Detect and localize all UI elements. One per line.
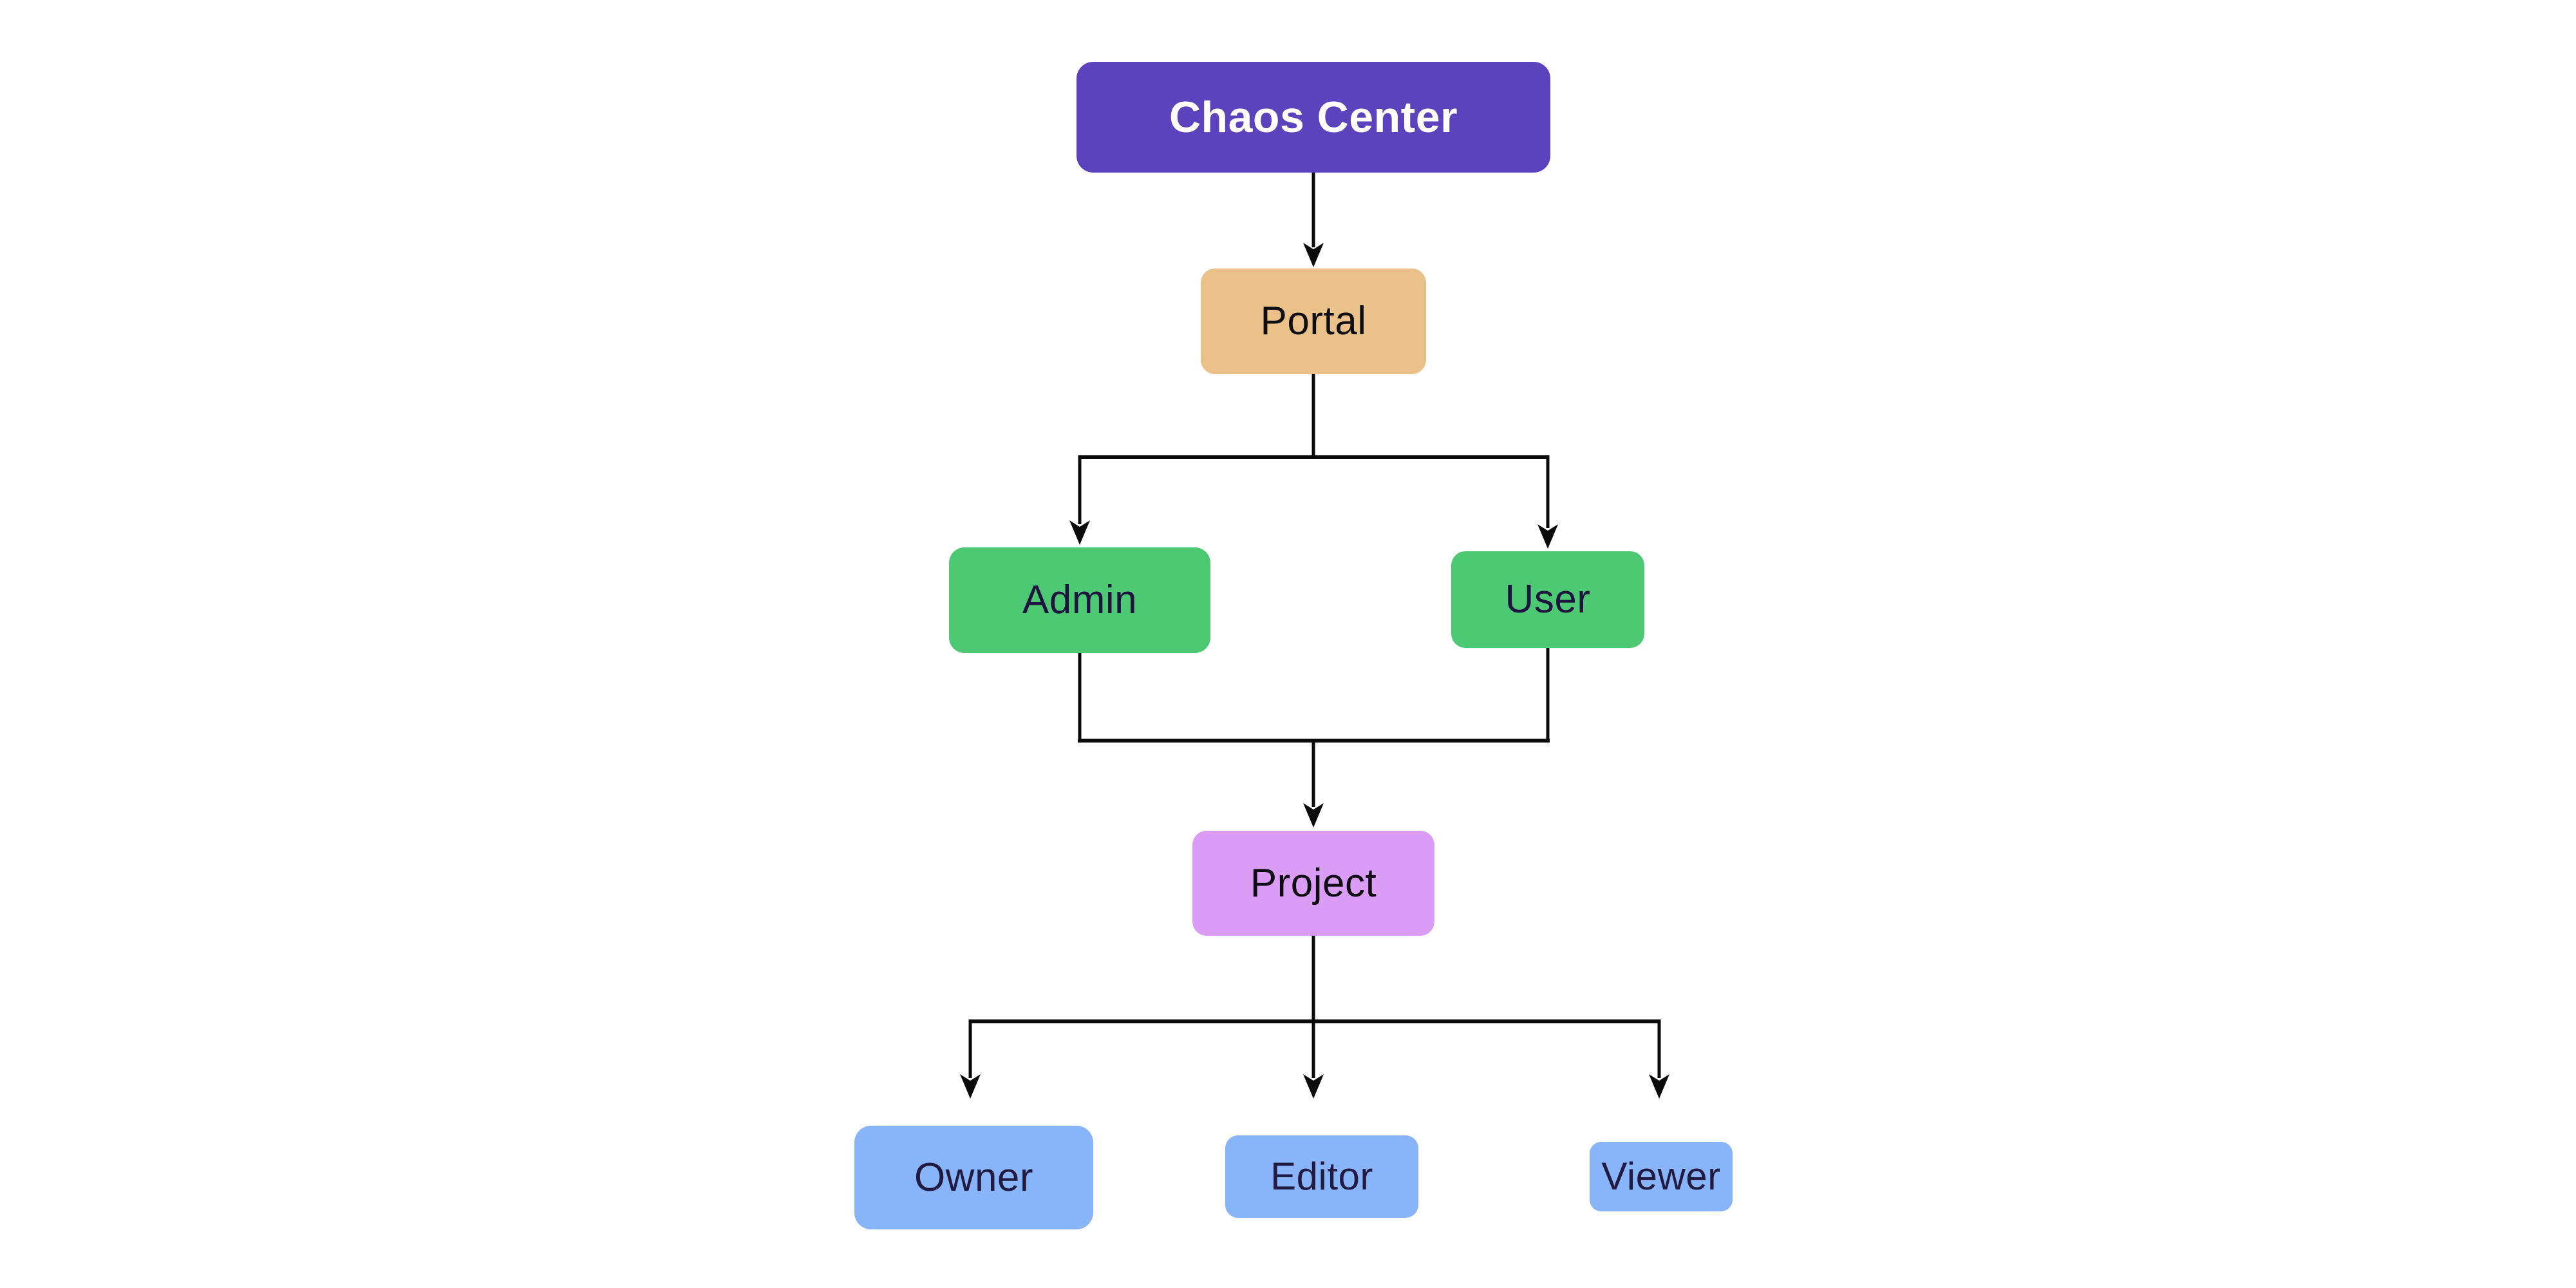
node-editor-label: Editor bbox=[1270, 1155, 1373, 1198]
node-portal: Portal bbox=[1201, 269, 1426, 374]
edge-portal-admin-user bbox=[1069, 374, 1558, 549]
node-portal-label: Portal bbox=[1260, 299, 1367, 343]
edge-chaos-center-portal bbox=[1303, 173, 1324, 267]
edge-admin-user-project bbox=[1078, 648, 1550, 828]
node-chaos-center-label: Chaos Center bbox=[1169, 93, 1458, 142]
edge-project-owner-editor-viewer bbox=[960, 936, 1669, 1099]
node-user-label: User bbox=[1505, 577, 1591, 621]
node-owner-label: Owner bbox=[914, 1155, 1034, 1200]
node-admin: Admin bbox=[949, 547, 1210, 653]
node-editor: Editor bbox=[1225, 1135, 1418, 1218]
node-viewer: Viewer bbox=[1590, 1142, 1733, 1211]
node-user: User bbox=[1451, 551, 1644, 648]
node-viewer-label: Viewer bbox=[1601, 1155, 1721, 1198]
node-owner: Owner bbox=[854, 1126, 1093, 1229]
node-project: Project bbox=[1192, 831, 1434, 936]
node-chaos-center: Chaos Center bbox=[1076, 62, 1550, 173]
node-project-label: Project bbox=[1250, 860, 1377, 905]
node-admin-label: Admin bbox=[1022, 578, 1138, 622]
